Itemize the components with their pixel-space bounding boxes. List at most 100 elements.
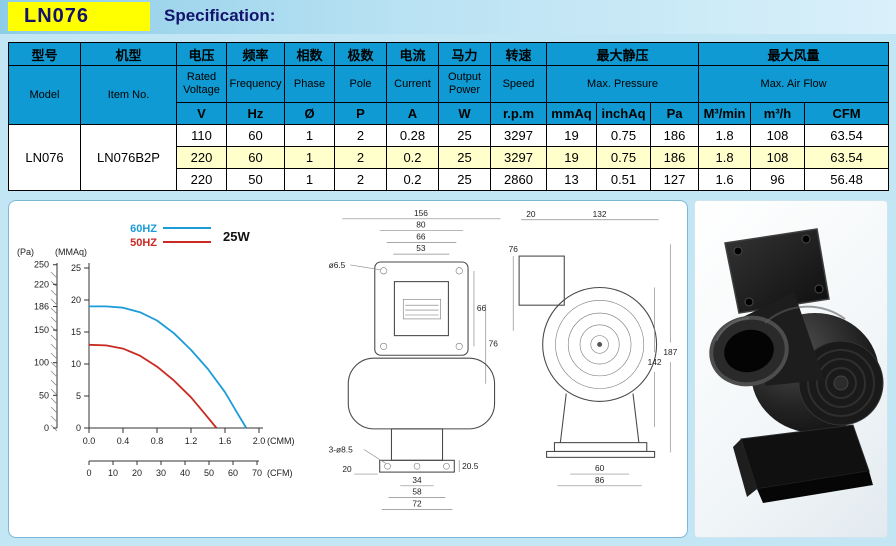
svg-text:50: 50 [39,390,49,400]
dim-label: 58 [412,487,422,497]
dim-label: 156 [414,208,428,218]
cell: 2 [334,168,387,191]
motor-end [798,340,884,426]
svg-text:60: 60 [228,468,238,478]
header-pressure-en: Max. Pressure [545,65,700,103]
header-speed-en: Speed [490,65,547,103]
header-voltage-cn: 电压 [176,42,227,66]
header-pressure-cn: 最大静压 [545,42,700,66]
svg-text:150: 150 [34,325,49,335]
cell: 108 [750,124,806,147]
dimension-drawings: 156 80 66 53 ø6.5 66 76 [329,208,678,510]
cell: 2860 [490,168,547,191]
unit-current: A [386,102,439,125]
unit-phase: Ø [284,102,335,125]
cell: 25 [438,168,491,191]
specification-table: 型号 机型 电压 频率 相数 极数 电流 马力 转速 最大静压 最大风量 Mod… [8,42,890,191]
y-axis-mmaq-label: (MMAq) [55,247,87,257]
product-photo-panel [694,200,888,538]
cell: 220 [176,168,227,191]
cell: 186 [649,124,700,147]
unit-frequency: Hz [226,102,285,125]
cell-item-no: LN076B2P [80,124,177,191]
cell: 2 [334,146,387,169]
legend-50hz-label: 50HZ [130,237,157,249]
inlet-flange [374,261,469,356]
svg-text:40: 40 [180,468,190,478]
base-bracket [733,424,873,503]
dim-label: 187 [663,347,677,357]
svg-text:0.8: 0.8 [151,436,164,446]
cell: 127 [649,168,700,191]
unit-voltage: V [176,102,227,125]
svg-text:0.4: 0.4 [117,436,130,446]
header-airflow-cn: 最大风量 [698,42,890,66]
unit-m3h: m³/h [750,102,806,125]
cell: 186 [649,146,700,169]
outlet-flange [379,459,455,473]
data-row-2-highlighted: 220 60 1 2 0.2 25 3297 19 0.75 186 1.8 1… [9,146,890,169]
dim-label: 20 [526,209,536,219]
blower-product-photo [709,228,884,503]
unit-power: W [438,102,491,125]
header-voltage-en: Rated Voltage [176,65,227,103]
svg-text:0: 0 [44,423,49,433]
svg-text:15: 15 [71,327,81,337]
cell: 110 [176,124,227,147]
header-phase-cn: 相数 [284,42,335,66]
dim-label: 20.5 [462,461,479,471]
header-row-en: Model Item No. Rated Voltage Frequency P… [8,65,890,125]
cell: 1 [284,168,335,191]
header-bar: LN076 Specification: [0,0,896,34]
svg-text:(CMM): (CMM) [267,436,295,446]
cell-model: LN076 [8,124,81,191]
dim-label: 72 [412,498,422,508]
cell: 50 [226,168,285,191]
cell: 1.8 [698,146,752,169]
header-pole-en: Pole [334,65,387,103]
cell: 0.2 [386,168,439,191]
header-model-cn: 型号 [8,42,81,66]
header-power-cn: 马力 [438,42,491,66]
cell: 3297 [490,146,547,169]
cell: 0.51 [596,168,651,191]
svg-text:1.2: 1.2 [185,436,198,446]
svg-text:1.6: 1.6 [219,436,232,446]
svg-text:10: 10 [108,468,118,478]
cell: 2 [334,124,387,147]
cell: 1 [284,146,335,169]
svg-text:250: 250 [34,260,49,270]
dim-label: 66 [477,303,487,313]
performance-chart: 60HZ 50HZ 25W (Pa) (MMAq) 25022018615010… [17,223,295,478]
cell: 60 [226,146,285,169]
highlight-stroke [764,305,846,324]
dim-label: 3-ø8.5 [329,444,353,454]
side-outlet [518,255,565,306]
cell: 0.75 [596,124,651,147]
unit-speed: r.p.m [490,102,547,125]
inlet-opening [393,281,449,337]
header-row-cn: 型号 机型 电压 频率 相数 极数 电流 马力 转速 最大静压 最大风量 [8,42,890,66]
flange-plate [724,228,830,314]
header-current-en: Current [386,65,439,103]
dim-label: 34 [412,475,422,485]
scroll-housing [347,357,496,430]
unit-mmaq: mmAq [546,102,597,125]
cell: 3297 [490,124,547,147]
chart-legend: 60HZ 50HZ 25W [130,223,250,249]
model-badge: LN076 [8,2,150,31]
cell: 220 [176,146,227,169]
svg-text:0.0: 0.0 [83,436,96,446]
dim-label: 132 [593,209,607,219]
svg-text:10: 10 [71,359,81,369]
header-model-en: Model [8,65,81,125]
cell: 63.54 [804,124,890,147]
cell: 63.54 [804,146,890,169]
dim-label: 76 [489,338,499,348]
data-row-1: LN076 LN076B2P 110 60 1 2 0.28 25 3297 1… [8,124,890,191]
svg-text:100: 100 [34,358,49,368]
header-frequency-cn: 频率 [226,42,285,66]
y-axis-pa-label: (Pa) [17,247,34,257]
svg-text:220: 220 [34,279,49,289]
cell: 108 [750,146,806,169]
